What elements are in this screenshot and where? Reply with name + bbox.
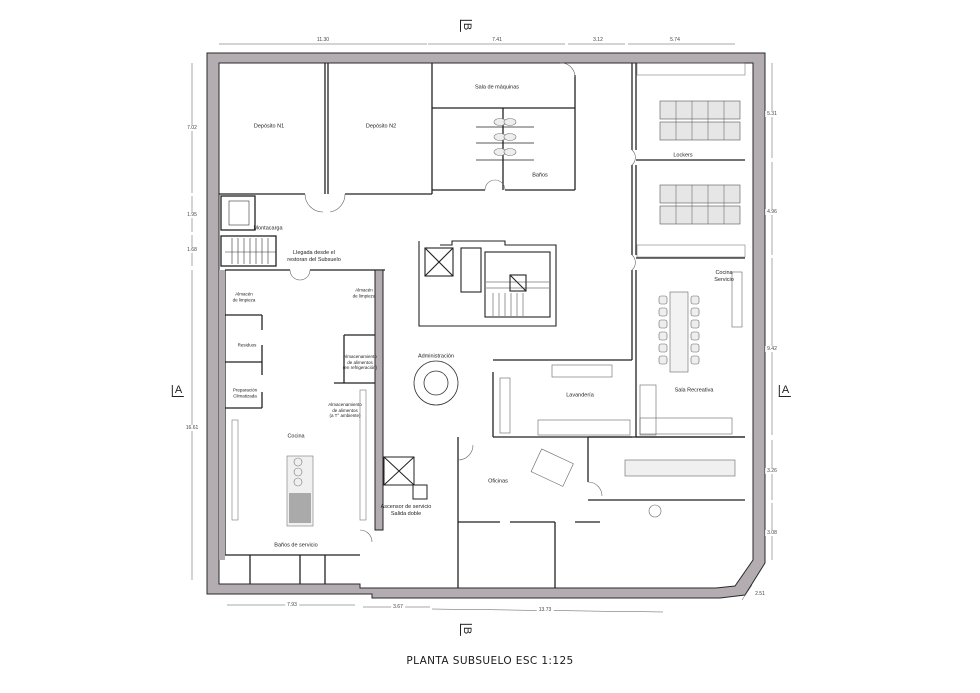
dim-right-5: 3.08	[765, 530, 779, 536]
dim-bottom-2: 3.67	[391, 604, 405, 610]
reception-desk	[413, 360, 459, 406]
room-deposito-1: Depósito N1	[253, 123, 285, 130]
dim-right-3: 9.42	[765, 346, 779, 352]
outer-wall	[206, 52, 766, 599]
dim-bottom-3: 13.73	[536, 607, 554, 613]
room-banos-servicio: Baños de servicio	[274, 542, 318, 549]
room-almacen-ambiente: Almacenamiento de alimentos (a T° ambien…	[328, 401, 362, 418]
room-llegada: Llegada desde el restoran del Subsuelo	[287, 250, 341, 263]
dim-left-2: 1.95	[185, 212, 199, 218]
dim-bottom-1: 7.93	[285, 602, 299, 608]
room-almacen-limpieza-1: Almacén de limpieza	[232, 291, 256, 303]
room-lockers: Lockers	[673, 152, 693, 159]
room-almacen-refrigerado: Almacenamiento de alimentos (en refriger…	[342, 353, 378, 370]
room-oficinas: Oficinas	[488, 478, 508, 485]
room-lavanderia: Lavandería	[566, 392, 594, 399]
dim-left-1: 7.02	[185, 125, 199, 131]
section-marker-left: A	[171, 385, 185, 397]
room-administracion: Administración	[417, 353, 455, 360]
room-montacarga: Montacarga	[253, 225, 283, 232]
dim-diagonal: 2.51	[753, 591, 767, 597]
dim-right-2: 4.96	[765, 209, 779, 215]
room-cocina: Cocina	[287, 433, 305, 440]
dim-top-3: 3.12	[591, 37, 605, 43]
room-cocina-servicio: Cocina Servicio	[714, 270, 734, 283]
drawing-title: PLANTA SUBSUELO ESC 1:125	[406, 655, 574, 667]
room-banos: Baños	[532, 172, 548, 179]
section-marker-top: B	[460, 19, 473, 33]
section-marker-right: A	[778, 385, 792, 397]
room-almacen-limpieza-2: Almacén de limpieza	[352, 287, 376, 299]
section-marker-bottom: B	[460, 623, 473, 637]
dim-left-3: 1.68	[185, 247, 199, 253]
room-preparacion: Preparación Climatizada	[232, 387, 258, 399]
dim-right-4: 3.26	[765, 468, 779, 474]
dim-top-2: 7.41	[490, 37, 504, 43]
room-deposito-2: Depósito N2	[365, 123, 397, 130]
dim-left-4: 16.61	[183, 425, 201, 431]
dim-top-4: 5.74	[668, 37, 682, 43]
room-sala-maquinas: Sala de máquinas	[474, 84, 520, 91]
room-residuos: Residuos	[237, 342, 257, 348]
dim-top-1: 11.30	[314, 37, 332, 43]
central-core	[418, 240, 557, 327]
room-ascensor-servicio: Ascensor de servicio Salida doble	[380, 504, 432, 517]
room-sala-recreativa: Sala Recreativa	[674, 387, 714, 394]
dim-right-1: 5.31	[765, 111, 779, 117]
